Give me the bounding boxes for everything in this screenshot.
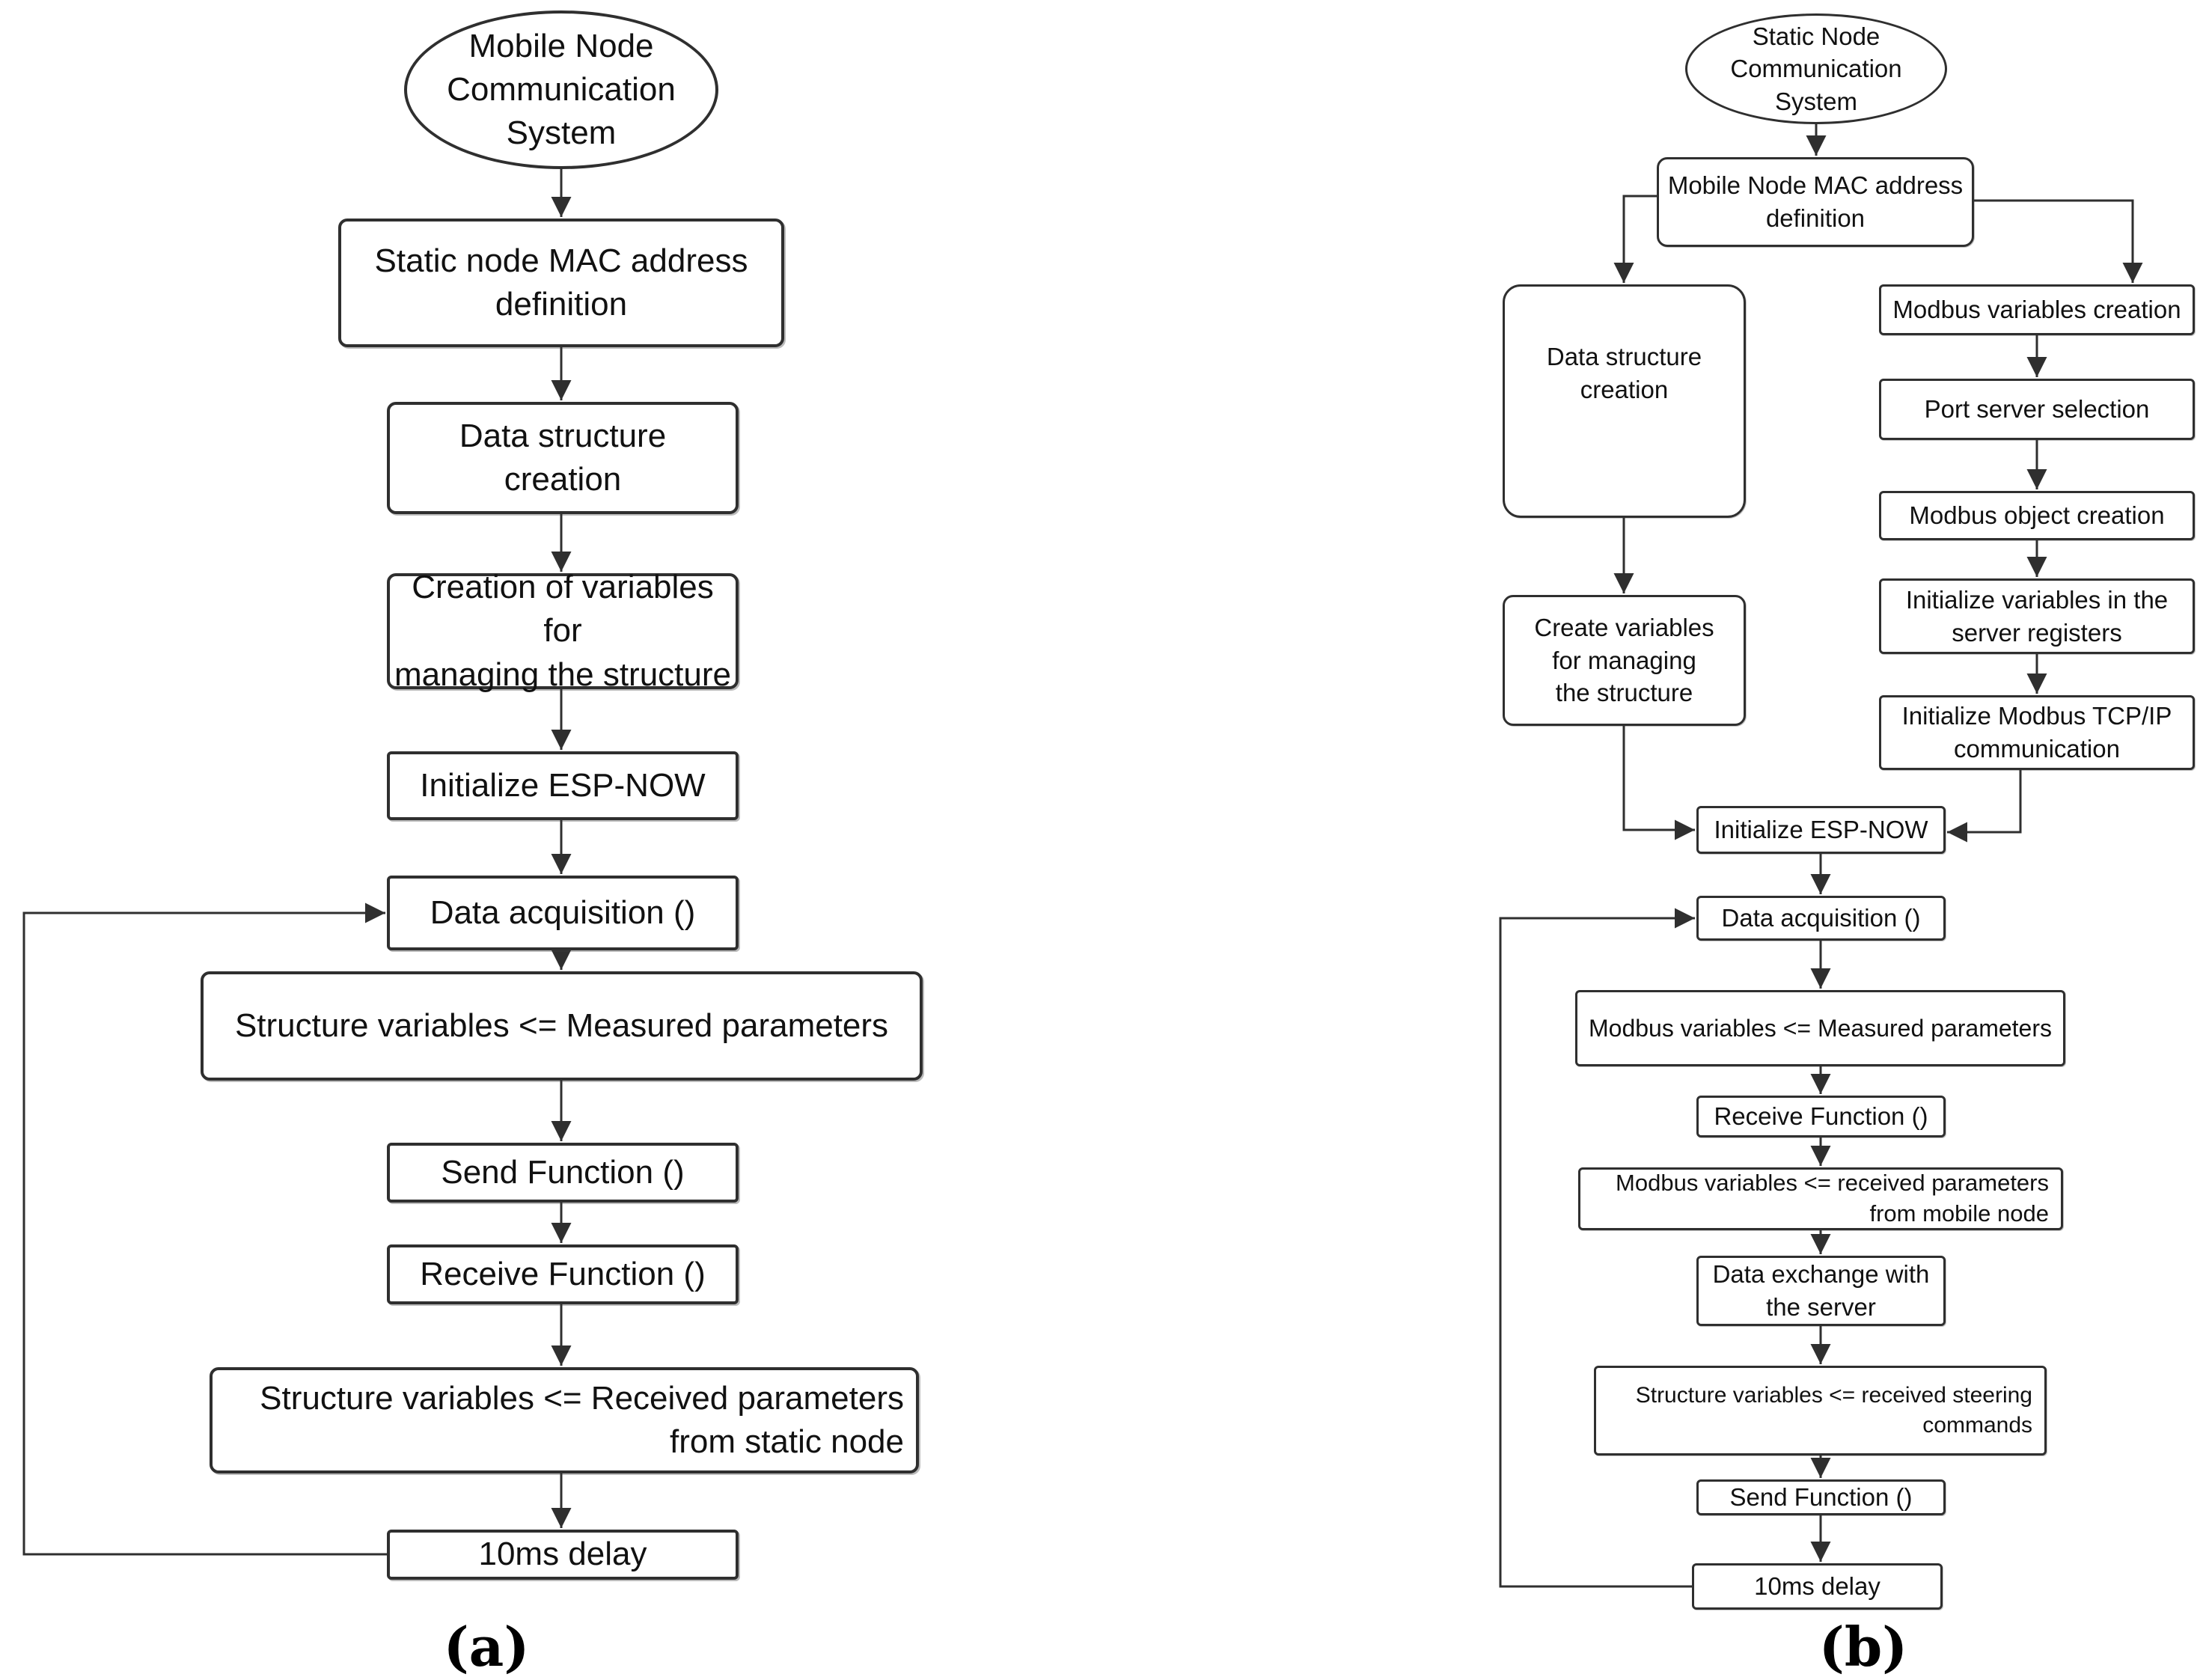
node-init-espnow-b: Initialize ESP-NOW (1696, 806, 1946, 854)
node-data-structure-creation-a: Data structure creation (387, 402, 739, 514)
node-create-structure-variables-b: Create variables for managing the struct… (1503, 595, 1746, 726)
arrow-b-right-to-espnow (1947, 770, 2022, 843)
node-modbus-vars-received: Modbus variables <= received parameters … (1578, 1167, 2063, 1230)
caption-a: (a) (443, 1615, 530, 1679)
arrow-b-branch-left (1613, 195, 1657, 283)
node-structure-vars-measured: Structure variables <= Measured paramete… (201, 971, 923, 1081)
node-init-espnow-a: Initialize ESP-NOW (387, 751, 739, 820)
node-data-acquisition-a: Data acquisition () (387, 876, 739, 950)
node-init-server-registers: Initialize variables in the server regis… (1879, 578, 2195, 654)
node-structure-vars-steering: Structure variables <= received steering… (1594, 1366, 2047, 1456)
node-data-exchange-server: Data exchange with the server (1696, 1256, 1946, 1326)
node-modbus-vars-measured: Modbus variables <= Measured parameters (1575, 990, 2065, 1066)
node-init-modbus-tcpip: Initialize Modbus TCP/IP communication (1879, 695, 2195, 770)
start-terminator-b: Static Node Communication System (1685, 13, 1947, 124)
node-send-function-b: Send Function () (1696, 1479, 1946, 1515)
node-modbus-vars-creation: Modbus variables creation (1879, 284, 2195, 335)
node-modbus-object-creation: Modbus object creation (1879, 491, 2195, 540)
node-data-structure-creation-b: Data structure creation (1503, 284, 1746, 518)
start-terminator-a: Mobile Node Communication System (404, 10, 718, 169)
caption-b: (b) (1818, 1615, 1908, 1679)
node-send-function-a: Send Function () (387, 1143, 739, 1203)
node-10ms-delay-b: 10ms delay (1692, 1563, 1943, 1610)
node-10ms-delay-a: 10ms delay (387, 1530, 739, 1580)
node-port-server-selection: Port server selection (1879, 379, 2195, 440)
node-structure-vars-received: Structure variables <= Received paramete… (210, 1367, 919, 1473)
node-receive-function-a: Receive Function () (387, 1244, 739, 1304)
arrow-b-branch-right (1974, 199, 2143, 283)
node-static-mac-definition: Static node MAC address definition (338, 219, 784, 347)
node-receive-function-b: Receive Function () (1696, 1096, 1946, 1137)
node-data-acquisition-b: Data acquisition () (1696, 896, 1946, 941)
arrow-b-left-to-espnow (1622, 726, 1695, 840)
node-create-structure-variables-a: Creation of variables for managing the s… (387, 569, 739, 693)
node-mobile-mac-definition: Mobile Node MAC address definition (1657, 157, 1974, 247)
